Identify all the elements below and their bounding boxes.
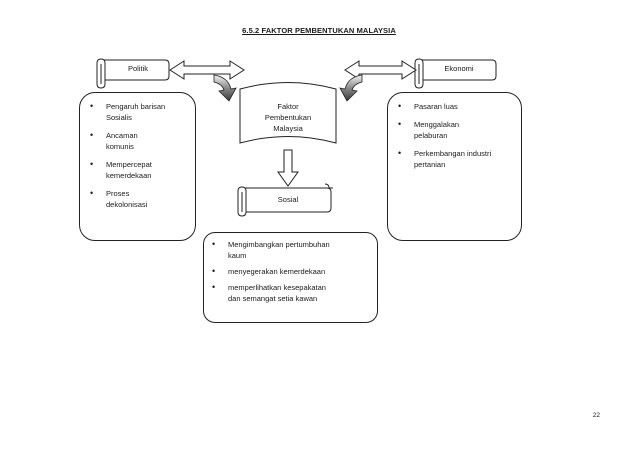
politik-label: Politik (127, 64, 148, 73)
list-item: menyegerakan kemerdekaan (208, 266, 373, 277)
sosial-label: Sosial (277, 195, 299, 204)
ekonomi-scroll-shape (414, 58, 497, 89)
right-curved-arrow (339, 74, 363, 102)
ekonomi-label: Ekonomi (444, 64, 474, 73)
page-title: 6.5.2 FAKTOR PEMBENTUKAN MALAYSIA (242, 26, 396, 35)
down-arrow (277, 149, 299, 187)
center-label-line: Pembentukan (264, 113, 312, 122)
left-curved-arrow (213, 74, 237, 102)
center-banner-shape (239, 82, 337, 144)
center-label: Faktor Pembentukan Malaysia (244, 101, 332, 134)
center-label-line: Malaysia (273, 124, 303, 133)
left-connector-arrow (169, 60, 245, 80)
list-item: Pasaran luas (394, 101, 515, 112)
sosial-scroll-shape (237, 183, 333, 217)
center-label-line: Faktor (277, 102, 299, 111)
politik-scroll-shape (96, 58, 170, 89)
page-number: 22 (592, 412, 600, 419)
